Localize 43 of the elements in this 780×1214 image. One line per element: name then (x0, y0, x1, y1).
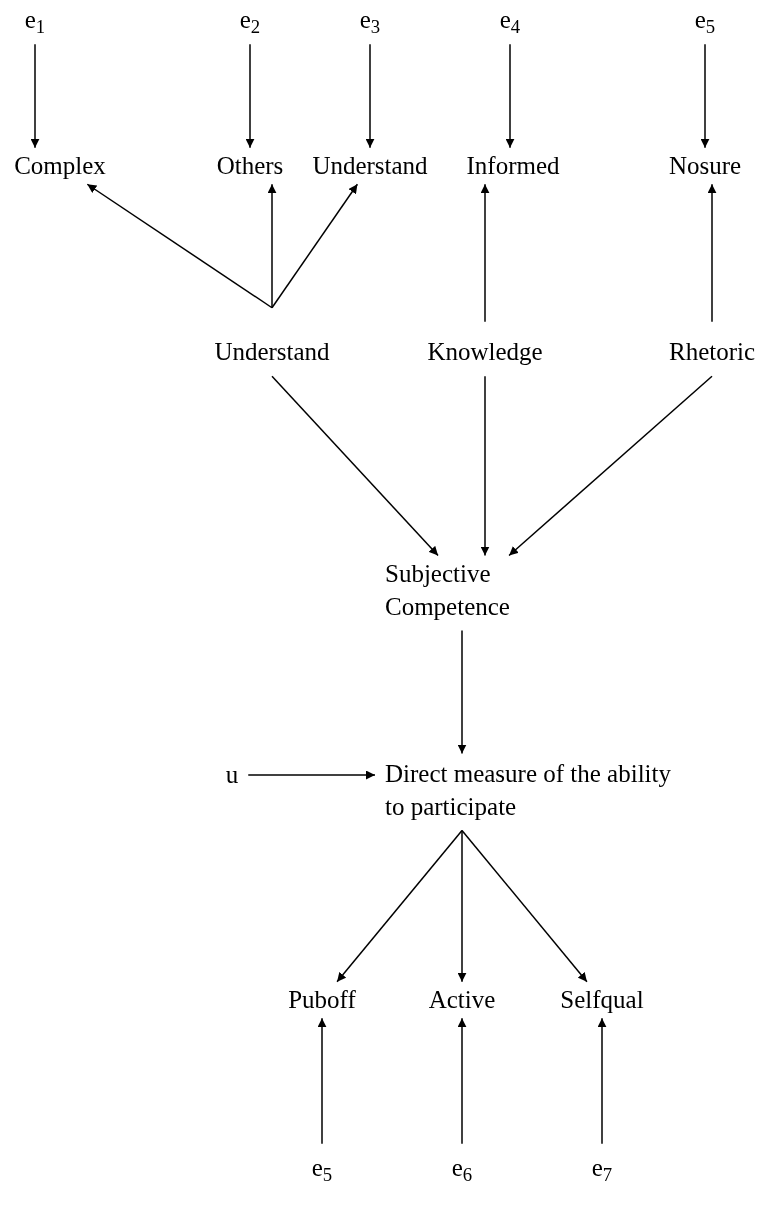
arrow (86, 183, 273, 309)
variable-label: Understand (214, 335, 330, 369)
arrow (271, 375, 439, 557)
variable-label: e$_{2}$ (239, 3, 261, 37)
arrow (457, 829, 467, 983)
variable-label: Understand (312, 149, 428, 183)
variable-label: Informed (466, 149, 560, 183)
variable-label: Subjective Competence (385, 557, 555, 623)
arrow (336, 829, 463, 983)
arrow (700, 43, 710, 149)
arrow (461, 829, 588, 983)
variable-label: Complex (14, 149, 106, 183)
arrow (30, 43, 40, 149)
variable-label: Active (428, 983, 496, 1017)
arrow (480, 183, 490, 323)
arrow (480, 375, 490, 557)
variable-label: e$_{1}$ (24, 3, 46, 37)
variable-label: Knowledge (427, 335, 543, 369)
variable-label: e$_{5}$ (311, 1151, 333, 1185)
arrow (247, 770, 376, 780)
variable-label: e$_{4}$ (499, 3, 521, 37)
arrow (267, 183, 277, 309)
variable-label: Nosure (668, 149, 742, 183)
variable-label: e$_{6}$ (451, 1151, 473, 1185)
arrow (457, 1017, 467, 1145)
variable-label: u (225, 758, 239, 792)
arrow (317, 1017, 327, 1145)
arrow (245, 43, 255, 149)
arrow (597, 1017, 607, 1145)
variable-label: e$_{7}$ (591, 1151, 613, 1185)
arrow (365, 43, 375, 149)
arrow (508, 375, 713, 557)
variable-label: Others (216, 149, 284, 183)
arrow (707, 183, 717, 323)
variable-label: Puboff (288, 983, 356, 1017)
arrow (271, 183, 359, 309)
variable-label: e$_{5}$ (694, 3, 716, 37)
variable-label: e$_{3}$ (359, 3, 381, 37)
variable-label: Rhetoric (668, 335, 756, 369)
arrow (457, 629, 467, 755)
variable-label: Direct measure of the ability to participate (385, 757, 675, 823)
arrow (505, 43, 515, 149)
variable-label: Selfqual (560, 983, 644, 1017)
